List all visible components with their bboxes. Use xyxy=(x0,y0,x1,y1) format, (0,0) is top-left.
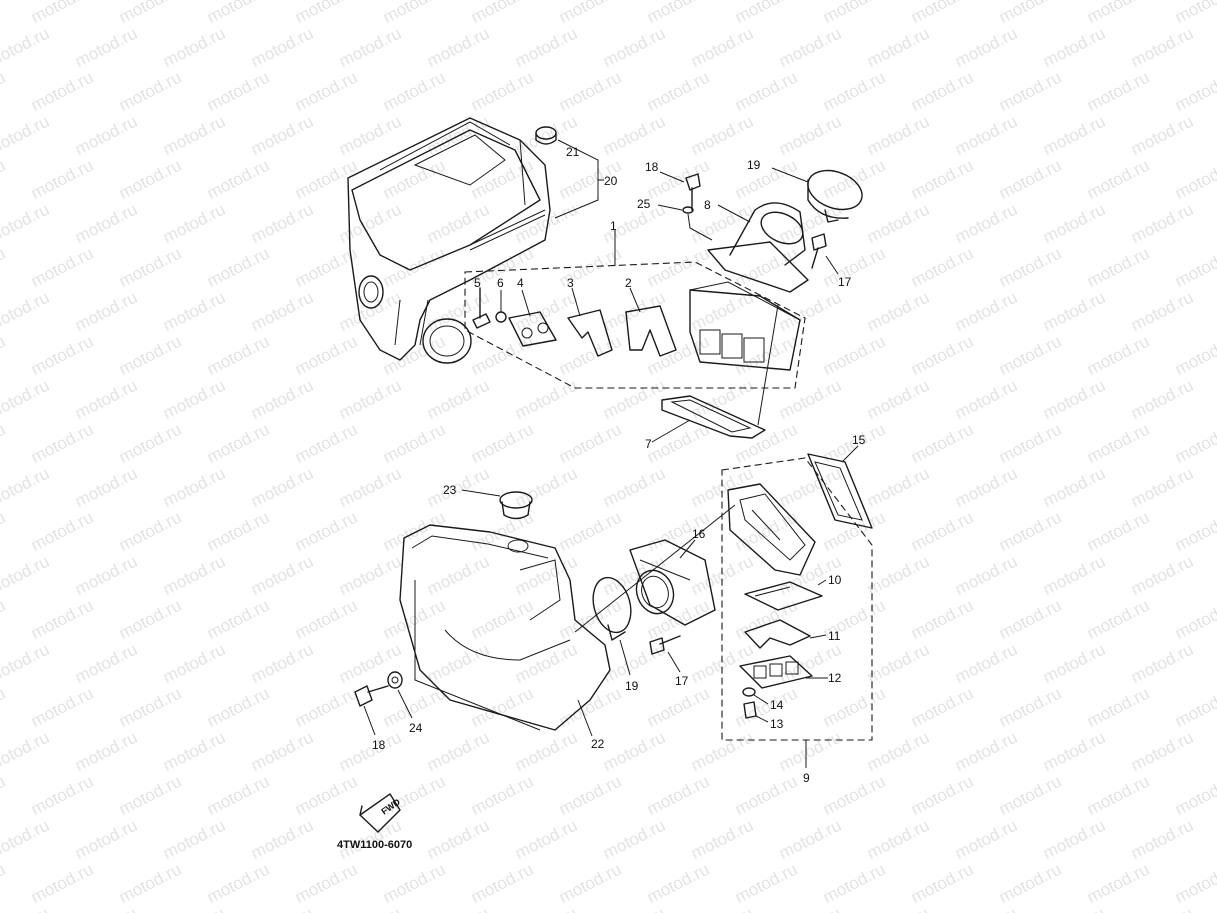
callout-13: 13 xyxy=(770,717,784,731)
upper-airbox xyxy=(347,117,551,364)
part-24-cap xyxy=(535,126,557,145)
part-6-washer xyxy=(495,290,507,323)
part-15-gasket xyxy=(807,445,873,529)
reed-cage xyxy=(689,281,801,371)
part-13-screw xyxy=(743,701,769,723)
part-16-intake-joint xyxy=(574,504,736,633)
callout-2: 2 xyxy=(625,276,632,290)
reed-assembly-1-box xyxy=(464,230,806,389)
callout-17-top: 17 xyxy=(838,275,852,289)
callout-5: 5 xyxy=(474,276,481,290)
part-17-bolt-top xyxy=(811,233,839,275)
part-25-washer xyxy=(657,204,713,241)
part-2-reed xyxy=(625,287,677,357)
part-12-plate xyxy=(739,655,828,689)
part-21-cap xyxy=(461,489,533,520)
callout-10: 10 xyxy=(828,573,842,587)
part-19-clamp-top xyxy=(771,167,863,223)
callout-19-top: 19 xyxy=(747,158,761,172)
callout-14: 14 xyxy=(770,698,784,712)
callout-4: 4 xyxy=(517,276,524,290)
part-10-reed xyxy=(744,579,827,611)
callout-3: 3 xyxy=(567,276,574,290)
part-14-washer xyxy=(742,687,769,705)
callout-21: 23 xyxy=(443,483,457,497)
callout-12: 12 xyxy=(828,671,842,685)
part-22-washer xyxy=(387,671,413,719)
bracket-23 xyxy=(554,139,604,219)
part-4-plate xyxy=(508,289,557,347)
callout-labels: 21 20 18 19 25 8 1 17 5 6 4 3 2 7 15 23 … xyxy=(372,145,866,785)
callout-8: 8 xyxy=(704,198,711,212)
part-18-bolt-bottom xyxy=(354,685,389,736)
part-17-bolt-lower xyxy=(649,635,681,673)
part-7-gasket xyxy=(651,304,779,443)
callout-16: 16 xyxy=(692,527,706,541)
part-code-label: 4TW1100-6070 xyxy=(337,839,412,851)
callout-15: 15 xyxy=(852,433,866,447)
reed-assembly-9-box xyxy=(721,457,873,768)
callout-7: 7 xyxy=(645,437,652,451)
callout-18-bottom: 18 xyxy=(372,738,386,752)
callout-18-top: 18 xyxy=(645,160,659,174)
callout-11: 11 xyxy=(828,629,841,643)
part-3-reed xyxy=(567,287,613,357)
callout-22: 24 xyxy=(409,721,423,735)
part-11-reed xyxy=(744,619,827,649)
reed-block-lower xyxy=(727,483,816,576)
callout-6: 6 xyxy=(497,276,504,290)
fwd-arrow-badge: FWD xyxy=(359,793,402,833)
part-20-lower-airbox xyxy=(399,524,611,737)
callout-24: 21 xyxy=(566,145,580,159)
part-5-bolt xyxy=(472,287,491,329)
callout-1: 1 xyxy=(610,219,617,233)
callout-25: 25 xyxy=(637,197,651,211)
part-18-bolt-top xyxy=(659,171,701,211)
part-8-intake-joint xyxy=(707,202,809,293)
callout-19-lower: 19 xyxy=(625,679,639,693)
callout-23: 20 xyxy=(604,174,618,188)
callout-17-lower: 17 xyxy=(675,674,689,688)
part-19-clamp-lower xyxy=(592,576,632,676)
callout-20: 22 xyxy=(591,737,605,751)
callout-9: 9 xyxy=(803,771,810,785)
